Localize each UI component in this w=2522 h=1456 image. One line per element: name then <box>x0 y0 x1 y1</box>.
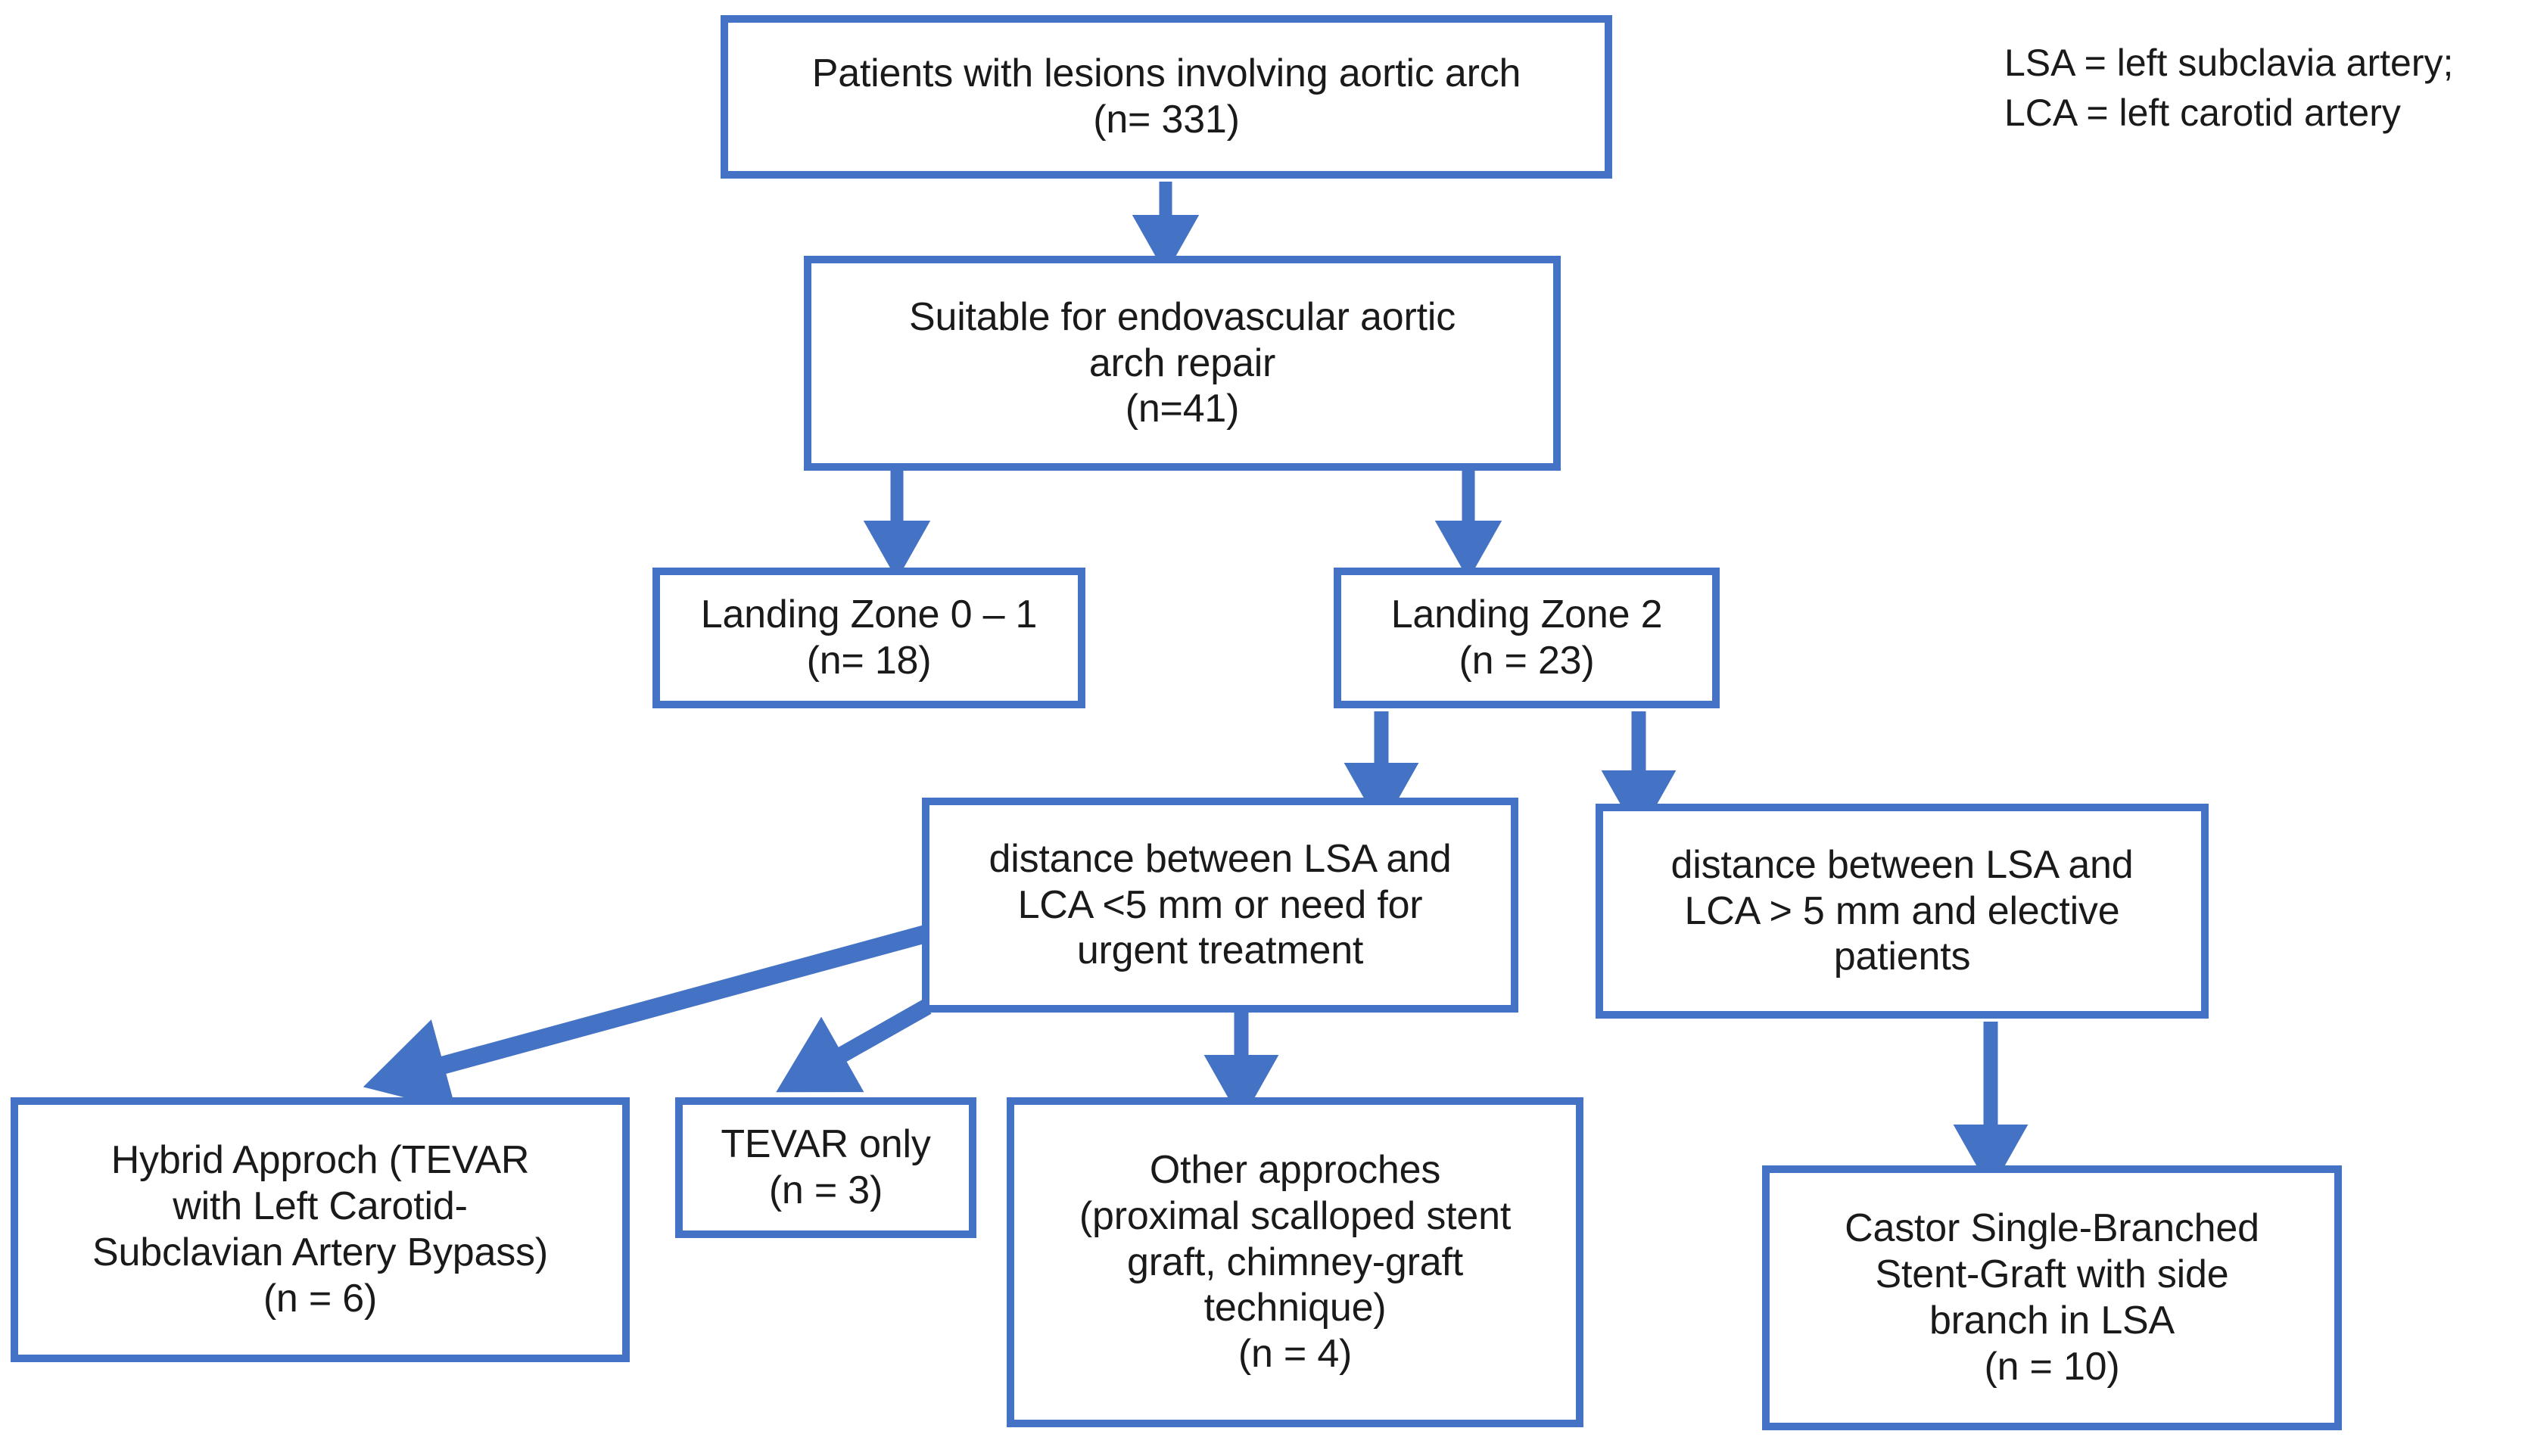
node-landing-zone-2[interactable]: Landing Zone 2 (n = 23) <box>1334 568 1720 708</box>
node-castor-stent-graft[interactable]: Castor Single-Branched Stent-Graft with … <box>1762 1165 2342 1430</box>
node-distance-lsa-lca-short[interactable]: distance between LSA and LCA <5 mm or ne… <box>922 798 1518 1013</box>
node-patients-with-lesions[interactable]: Patients with lesions involving aortic a… <box>721 15 1612 179</box>
edge-dist-short-to-hybrid <box>363 925 929 1111</box>
node-tevar-only[interactable]: TEVAR only (n = 3) <box>675 1097 976 1238</box>
node-other-approaches[interactable]: Other approches (proximal scalloped sten… <box>1007 1097 1583 1427</box>
node-landing-zone-0-1[interactable]: Landing Zone 0 – 1 (n= 18) <box>652 568 1085 708</box>
node-distance-lsa-lca-long[interactable]: distance between LSA and LCA > 5 mm and … <box>1596 804 2209 1019</box>
legend-abbreviations: LSA = left subclavia artery; LCA = left … <box>2004 42 2454 134</box>
edge-dist-short-to-tevar-only <box>776 999 932 1093</box>
node-hybrid-approach[interactable]: Hybrid Approch (TEVAR with Left Carotid-… <box>11 1097 630 1362</box>
node-suitable-for-repair[interactable]: Suitable for endovascular aortic arch re… <box>804 256 1561 471</box>
